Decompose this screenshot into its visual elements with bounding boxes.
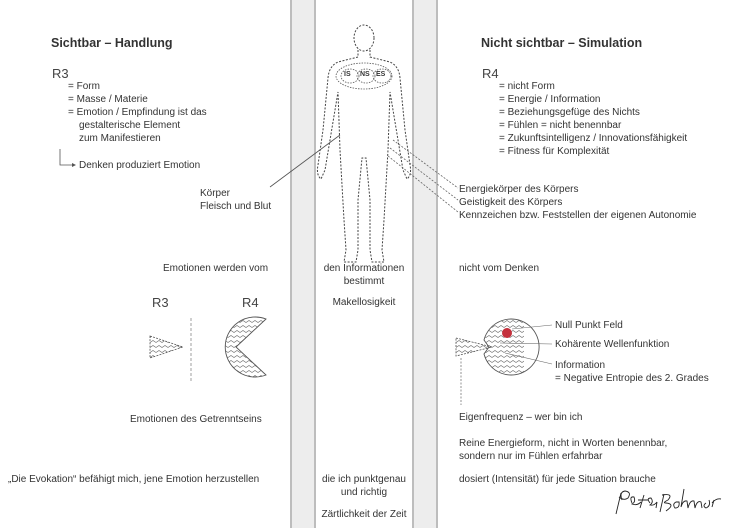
info-text-2: bestimmt — [343, 276, 385, 287]
energy-pointer-lines — [387, 139, 459, 213]
right-item: = Fitness für Komplexität — [499, 146, 610, 157]
body-pointer-line — [269, 134, 341, 188]
r3-wedge — [149, 335, 185, 359]
signature — [615, 488, 722, 515]
left-item: = Form — [68, 81, 100, 92]
human-figure — [316, 24, 412, 263]
separation-text: Emotionen des Getrenntseins — [130, 414, 262, 425]
denken-text: Denken produziert Emotion — [79, 160, 201, 171]
left-item: = Masse / Materie — [68, 94, 148, 105]
energy-text-3: Kennzeichen bzw. Feststellen der eigenen… — [459, 210, 697, 221]
heart-label-is: IS — [344, 71, 351, 78]
flawless-text: Makellosigkeit — [332, 297, 396, 308]
right-r-label: R4 — [482, 66, 499, 81]
null-point-dot — [502, 328, 512, 338]
eigenfreq-text: Eigenfrequenz – wer bin ich — [459, 412, 583, 423]
left-item: zum Manifestieren — [79, 133, 161, 144]
left-item: = Emotion / Empfindung ist das — [68, 107, 207, 118]
information-label-2: = Negative Entropie des 2. Grades — [555, 373, 709, 384]
energy-text-2: Geistigkeit des Körpers — [459, 197, 563, 208]
precise-text-2: und richtig — [340, 487, 388, 498]
heart-label-ns: NS — [360, 71, 370, 78]
dosed-text: dosiert (Intensität) für jede Situation … — [459, 474, 656, 485]
right-item: = nicht Form — [499, 81, 555, 92]
emotion-line: Emotionen werden vom — [163, 263, 269, 274]
center-band-left-border — [290, 0, 292, 528]
center-panel — [316, 0, 412, 528]
coherent-label: Kohärente Wellenfunktion — [555, 339, 670, 350]
right-list: = nicht Form = Energie / Information = B… — [499, 80, 687, 158]
not-thinking-text: nicht vom Denken — [459, 263, 540, 274]
pure-text-2: sondern nur im Fühlen erfahrbar — [459, 451, 603, 462]
precise-text-1: die ich punktgenau — [322, 474, 406, 485]
body-label-2: Fleisch und Blut — [200, 201, 272, 212]
right-wedge — [455, 337, 493, 357]
right-item: = Beziehungsgefüge des Nichts — [499, 107, 640, 118]
tenderness-text: Zärtlichkeit der Zeit — [321, 509, 407, 520]
information-label-1: Information — [555, 360, 606, 371]
center-band-left-inner-border — [314, 0, 316, 528]
pure-text-1: Reine Energieform, nicht in Worten benen… — [459, 438, 668, 449]
center-band-right-inner-border — [412, 0, 414, 528]
body-label-1: Körper — [200, 188, 231, 199]
null-point-label: Null Punkt Feld — [555, 320, 623, 331]
left-heading: Sichtbar – Handlung — [51, 36, 173, 50]
evocation-text: „Die Evokation“ befähigt mich, jene Emot… — [8, 474, 260, 485]
left-r-label: R3 — [52, 66, 69, 81]
shape-r3-label: R3 — [152, 295, 169, 310]
energy-text-1: Energiekörper des Körpers — [459, 184, 579, 195]
left-list: = Form = Masse / Materie = Emotion / Emp… — [68, 80, 207, 145]
heart-field — [335, 62, 393, 90]
right-item: = Energie / Information — [499, 94, 601, 105]
center-band-right-border — [436, 0, 438, 528]
r4-pacman — [224, 316, 267, 378]
right-circle — [483, 318, 540, 376]
info-text-1: den Informationen — [323, 263, 405, 274]
shape-r4-label: R4 — [242, 295, 259, 310]
right-item: = Fühlen = nicht benennbar — [499, 120, 622, 131]
right-heading: Nicht sichtbar – Simulation — [481, 36, 643, 50]
denken-arrow — [59, 149, 72, 166]
right-item: = Zukunftsintelligenz / Innovationsfähig… — [499, 133, 688, 144]
heart-label-es: ES — [376, 71, 386, 78]
left-item: gestalterische Element — [79, 120, 181, 131]
